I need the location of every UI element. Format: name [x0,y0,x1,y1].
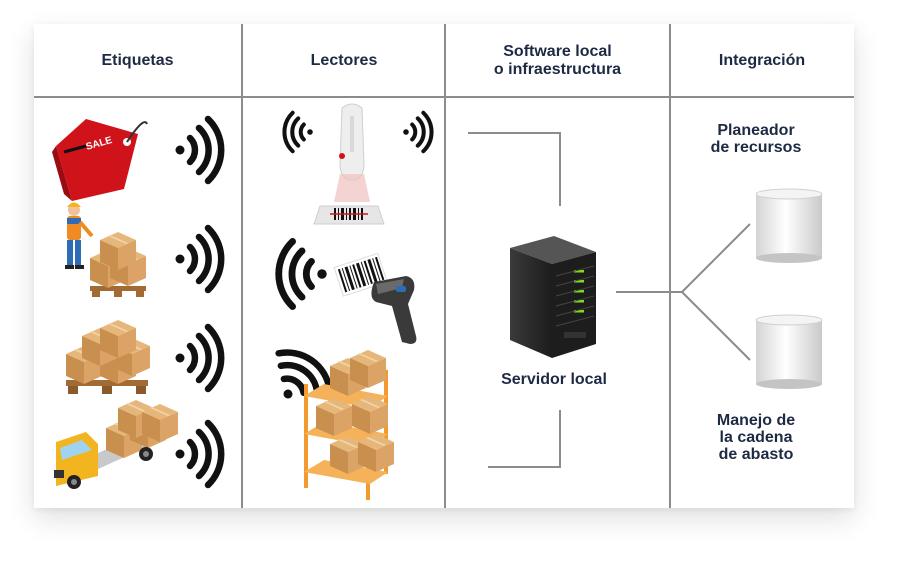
database-scm-icon [755,314,823,389]
sale-tag-icon: SALE [52,119,148,201]
rfid-wave-icon [176,327,222,389]
handheld-scanner-icon [371,276,417,344]
diagram-art: SALE [34,24,854,508]
pallet-boxes-icon [66,320,150,394]
scm-label: Manejo de la cadena de abasto [716,412,796,463]
connector-lines [468,132,751,468]
fixed-scanner-icon [313,103,385,225]
delivery-truck-icon [54,400,178,489]
rfid-wave-icon [176,423,222,485]
reader-wave-handheld-icon [279,241,327,306]
rfid-wave-icon [176,228,222,290]
server-icon [510,236,596,358]
reader-wave-right-icon [403,113,431,151]
column-header-tags: Etiquetas [101,51,174,69]
server-label: Servidor local [501,371,607,388]
column-header-software: Software local o infraestructura [493,42,622,78]
database-erp-icon [755,188,823,263]
diagram-card: Etiquetas Lectores Software local o infr… [34,24,854,508]
column-header-integration: Integración [718,51,806,69]
rfid-wave-icon [176,119,222,181]
worker-with-pallet-icon [65,202,146,297]
erp-label: Planeador de recursos [710,122,802,156]
reader-wave-left-icon [284,113,312,151]
column-header-readers: Lectores [310,51,378,69]
warehouse-shelf-icon [304,350,394,500]
grid-lines [34,24,854,508]
